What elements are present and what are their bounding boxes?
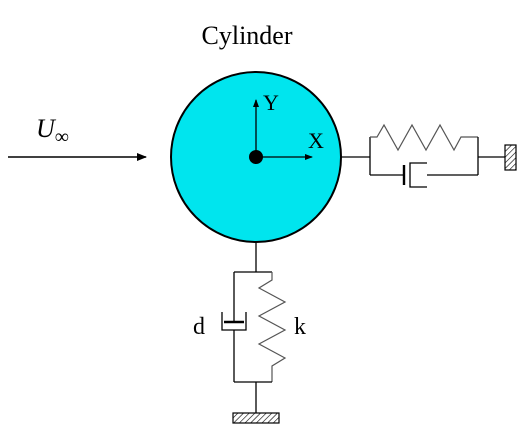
flow-symbol: U <box>36 114 57 143</box>
horizontal-damper <box>370 162 478 188</box>
vertical-spring <box>257 272 287 382</box>
horizontal-spring <box>370 123 478 152</box>
vertical-ground-support <box>232 412 280 424</box>
spring-label: k <box>294 314 306 340</box>
vertical-damper <box>221 272 247 382</box>
horizontal-ground-support <box>504 144 517 171</box>
cylinder-center-dot <box>249 150 263 164</box>
vertical-spring-damper <box>221 242 287 413</box>
x-axis-label: X <box>308 128 324 153</box>
flow-label: U∞ <box>36 114 69 148</box>
diagram-title: Cylinder <box>202 21 293 50</box>
flow-subscript: ∞ <box>55 126 69 148</box>
damper-label: d <box>193 314 205 340</box>
horizontal-spring-damper <box>341 123 505 188</box>
y-axis-label: Y <box>263 90 279 115</box>
